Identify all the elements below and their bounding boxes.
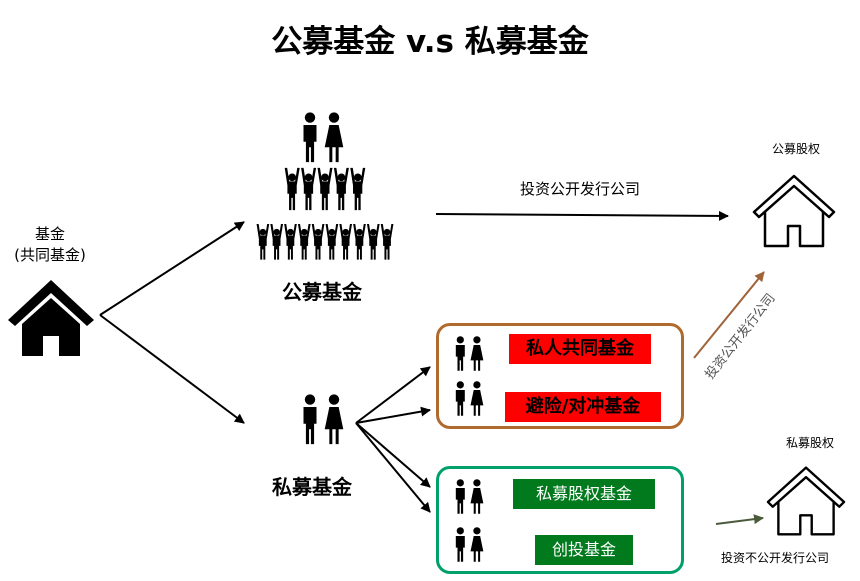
green-group-box: 私募股权基金 创投基金 [436, 466, 684, 574]
private-mutual-fund-tag: 私人共同基金 [509, 334, 651, 364]
arrow-to-green-box-1 [355, 422, 431, 488]
private-fund-people-icon [303, 394, 344, 445]
people-icon [455, 381, 484, 416]
public-equity-label: 公募股权 [772, 142, 821, 156]
fund-label: 基金 (共同基金) [0, 224, 100, 266]
private-equity-house-icon [766, 466, 846, 536]
arrow-to-brown-box-1 [355, 366, 431, 424]
private-equity-fund-tag: 私募股权基金 [513, 479, 655, 509]
hedge-fund-tag: 避险/对冲基金 [505, 392, 661, 422]
arrow-diag-route [693, 271, 765, 359]
public-fund-label: 公募基金 [282, 280, 362, 304]
arrow-private-route [715, 514, 764, 525]
arrow-public-route [435, 210, 729, 221]
people-icon [455, 527, 484, 562]
page-title: 公募基金 v.s 私募基金 [271, 24, 589, 60]
public-fund-crowd-icon [254, 112, 394, 272]
people-icon [455, 479, 484, 514]
public-equity-house-icon [752, 174, 836, 248]
arrow-to-brown-box-2 [355, 406, 431, 424]
arrow-to-green-box-2 [355, 422, 431, 513]
private-equity-label: 私募股权 [786, 436, 835, 450]
people-icon [455, 336, 484, 371]
private-route-label: 投资不公开发行公司 [721, 551, 830, 565]
fund-house-icon [8, 280, 94, 356]
private-fund-label: 私募基金 [272, 475, 352, 499]
fund-label-line1: 基金 [34, 225, 65, 243]
fund-label-line2: (共同基金) [14, 246, 86, 264]
arrow-to-public-fund [99, 221, 245, 316]
public-route-label: 投资公开发行公司 [520, 180, 641, 198]
arrow-to-private-fund [99, 314, 245, 424]
venture-capital-fund-tag: 创投基金 [535, 535, 633, 565]
brown-group-box: 私人共同基金 避险/对冲基金 [436, 323, 684, 429]
